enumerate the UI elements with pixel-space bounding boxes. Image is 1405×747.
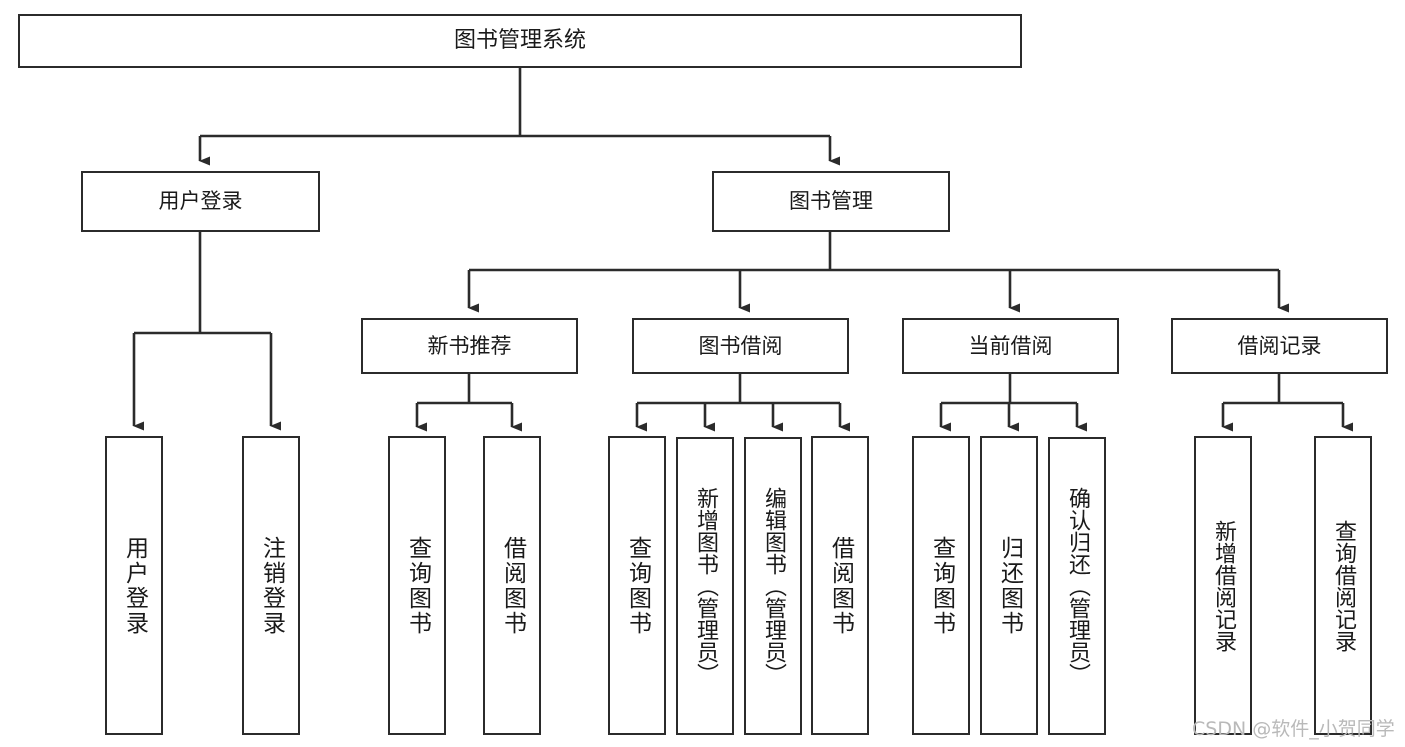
node-leaf-borrow-edit-book-admin-label: 编辑图书（管理员） xyxy=(761,487,786,685)
node-leaf-borrow-add-book-admin-label: 新增图书（管理员） xyxy=(693,487,718,685)
node-book-borrowing[interactable]: 图书借阅 xyxy=(632,318,849,374)
node-leaf-new-book-query-label: 查询图书 xyxy=(404,535,431,636)
node-leaf-current-return-book-label: 归还图书 xyxy=(996,535,1023,636)
node-leaf-borrow-query-book[interactable]: 查询图书 xyxy=(608,436,666,735)
node-leaf-user-login-signout-label: 注销登录 xyxy=(258,535,285,636)
node-book-management[interactable]: 图书管理 xyxy=(712,171,950,232)
node-leaf-record-query-label: 查询借阅记录 xyxy=(1331,519,1356,652)
node-leaf-record-add-label: 新增借阅记录 xyxy=(1211,519,1236,652)
node-leaf-borrow-borrow-book[interactable]: 借阅图书 xyxy=(811,436,869,735)
node-book-management-label: 图书管理 xyxy=(789,189,873,213)
node-new-book-recommendation[interactable]: 新书推荐 xyxy=(361,318,578,374)
node-root-book-management-system[interactable]: 图书管理系统 xyxy=(18,14,1022,68)
node-leaf-user-login-signin-label: 用户登录 xyxy=(121,535,148,636)
node-user-login-label: 用户登录 xyxy=(158,189,243,213)
node-leaf-borrow-edit-book-admin[interactable]: 编辑图书（管理员） xyxy=(744,437,802,735)
node-leaf-record-add[interactable]: 新增借阅记录 xyxy=(1194,436,1252,735)
node-leaf-new-book-borrow-label: 借阅图书 xyxy=(499,535,526,636)
node-leaf-current-query-book-label: 查询图书 xyxy=(928,535,955,636)
node-user-login[interactable]: 用户登录 xyxy=(81,171,320,232)
node-new-book-recommendation-label: 新书推荐 xyxy=(427,333,512,358)
node-leaf-user-login-signout[interactable]: 注销登录 xyxy=(242,436,300,735)
node-leaf-borrow-borrow-book-label: 借阅图书 xyxy=(827,535,854,636)
node-leaf-current-confirm-return-admin[interactable]: 确认归还（管理员） xyxy=(1048,437,1106,735)
node-borrowing-record[interactable]: 借阅记录 xyxy=(1171,318,1388,374)
node-leaf-borrow-add-book-admin[interactable]: 新增图书（管理员） xyxy=(676,437,734,735)
node-leaf-current-return-book[interactable]: 归还图书 xyxy=(980,436,1038,735)
node-leaf-current-confirm-return-admin-label: 确认归还（管理员） xyxy=(1065,487,1090,685)
node-leaf-record-query[interactable]: 查询借阅记录 xyxy=(1314,436,1372,735)
node-root-label: 图书管理系统 xyxy=(453,28,586,53)
node-leaf-new-book-borrow[interactable]: 借阅图书 xyxy=(483,436,541,735)
node-book-borrowing-label: 图书借阅 xyxy=(698,333,783,358)
node-borrowing-record-label: 借阅记录 xyxy=(1237,333,1322,358)
node-leaf-borrow-query-book-label: 查询图书 xyxy=(624,535,651,636)
node-current-borrowing-label: 当前借阅 xyxy=(968,333,1053,358)
node-leaf-new-book-query[interactable]: 查询图书 xyxy=(388,436,446,735)
node-leaf-current-query-book[interactable]: 查询图书 xyxy=(912,436,970,735)
node-current-borrowing[interactable]: 当前借阅 xyxy=(902,318,1119,374)
node-leaf-user-login-signin[interactable]: 用户登录 xyxy=(105,436,163,735)
